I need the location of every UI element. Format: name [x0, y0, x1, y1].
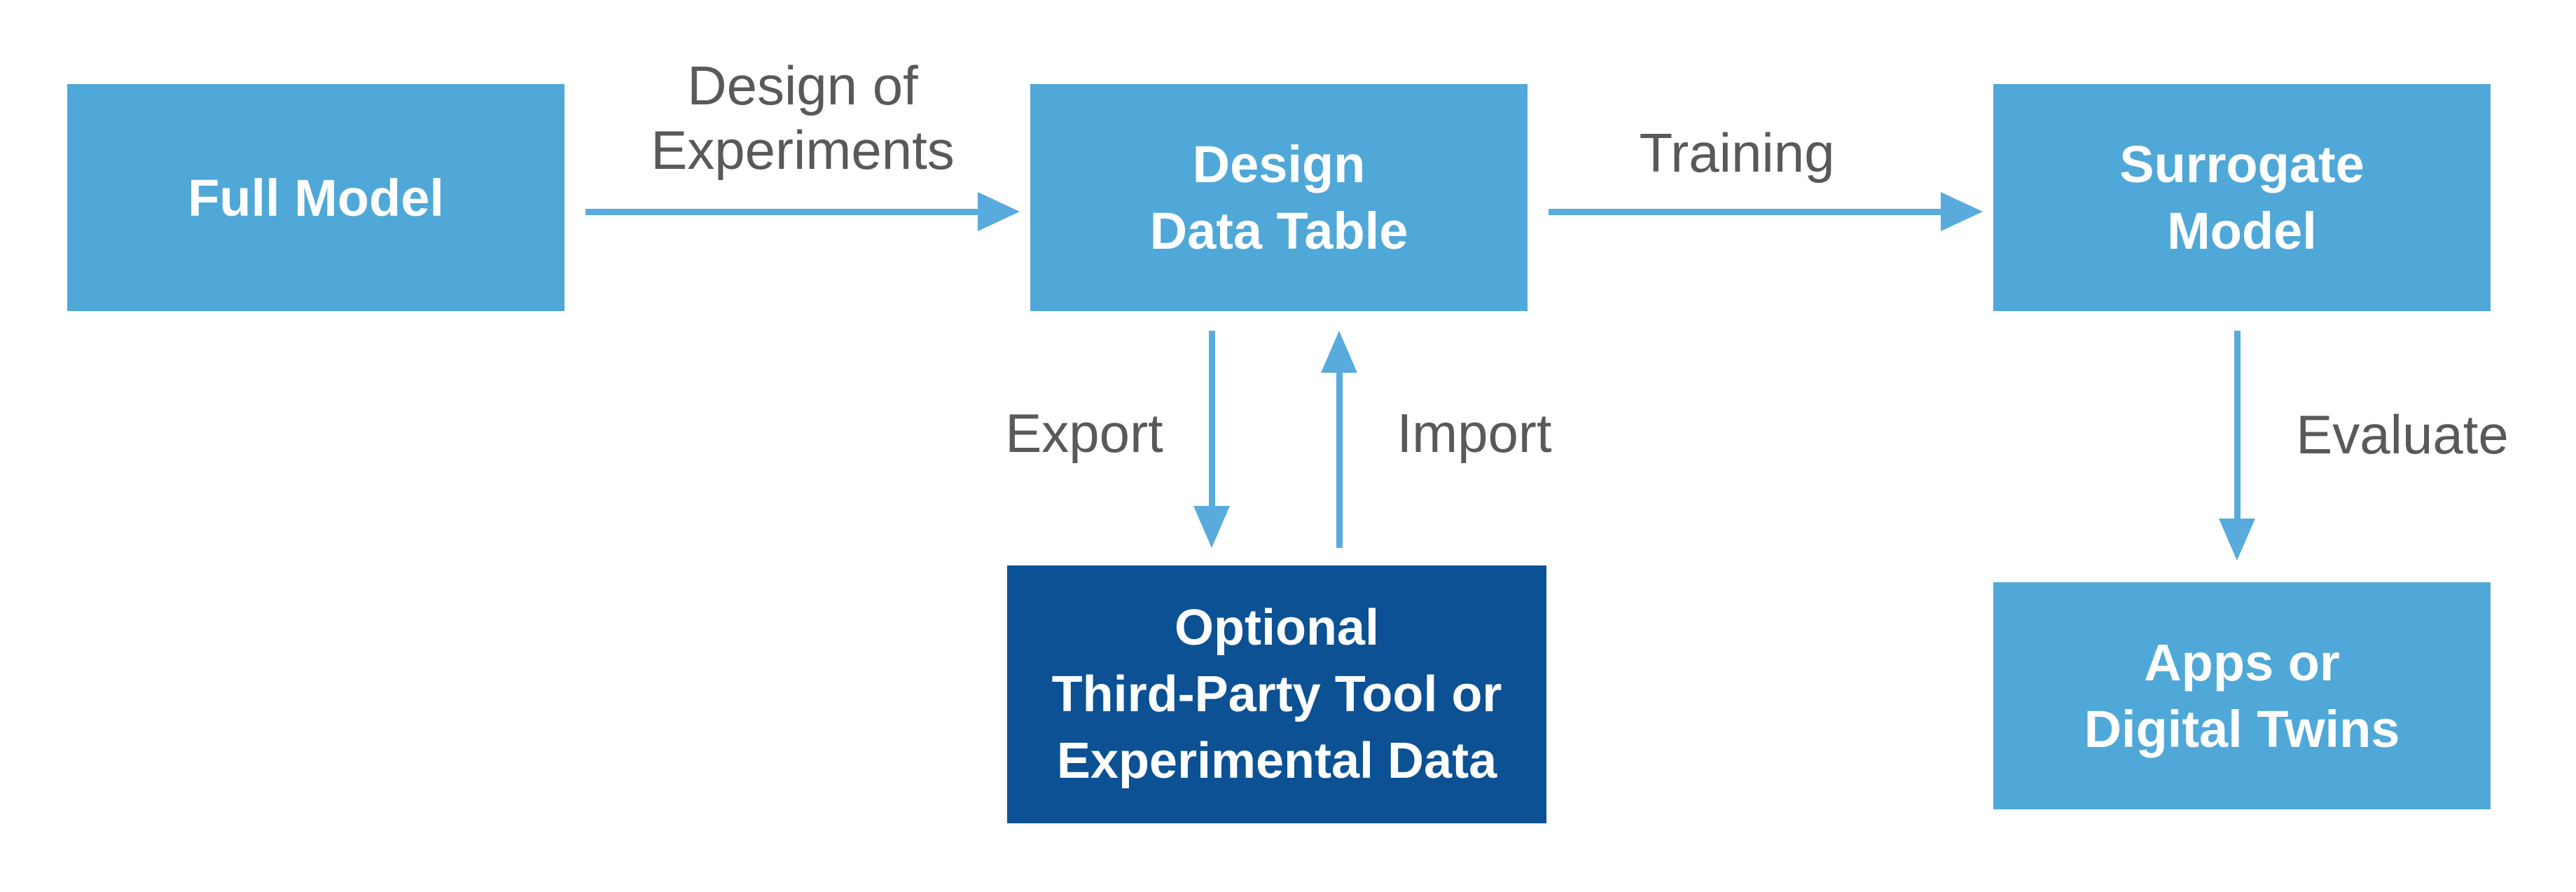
node-third-party-label-line3: Experimental Data [1056, 732, 1497, 789]
node-design-data-table: Design Data Table [1030, 84, 1528, 311]
edge-label-doe-line1: Design of [687, 55, 918, 116]
node-design-data-table-label-line1: Design [1192, 135, 1366, 193]
edge-label-design-of-experiments: Design of Experiments [579, 53, 1027, 182]
edge-label-import: Import [1397, 402, 1552, 464]
arrow-doe-shaft [586, 209, 978, 215]
node-design-data-table-label-line2: Data Table [1149, 202, 1408, 260]
node-surrogate-model-label-line2: Model [2167, 202, 2317, 260]
node-full-model: Full Model [67, 84, 565, 311]
arrow-import-up-arrowhead-icon [1321, 331, 1357, 373]
node-third-party-tool: Optional Third-Party Tool or Experimenta… [1007, 565, 1546, 823]
arrow-evaluate-down-arrowhead-icon [2219, 519, 2255, 561]
arrow-doe-right-arrowhead-icon [978, 192, 1020, 231]
arrow-export-shaft [1209, 331, 1215, 506]
edge-label-export: Export [1005, 402, 1163, 464]
node-full-model-label: Full Model [188, 168, 444, 227]
node-apps-or-digital-twins: Apps or Digital Twins [1993, 582, 2491, 809]
node-surrogate-model: Surrogate Model [1993, 84, 2491, 311]
edge-label-evaluate: Evaluate [2296, 404, 2509, 465]
node-surrogate-model-label-line1: Surrogate [2119, 135, 2364, 193]
arrow-import-shaft [1336, 373, 1343, 548]
node-apps-label-line2: Digital Twins [2084, 700, 2400, 758]
node-third-party-label-line1: Optional [1175, 599, 1379, 656]
node-apps-label-line1: Apps or [2144, 633, 2340, 692]
node-third-party-label-line2: Third-Party Tool or [1051, 666, 1502, 722]
edge-label-training: Training [1639, 122, 1835, 184]
arrow-training-shaft [1549, 209, 1941, 215]
arrow-evaluate-shaft [2234, 331, 2241, 519]
arrow-export-down-arrowhead-icon [1193, 506, 1230, 548]
arrow-training-right-arrowhead-icon [1941, 192, 1983, 231]
edge-label-doe-line2: Experiments [651, 119, 955, 181]
